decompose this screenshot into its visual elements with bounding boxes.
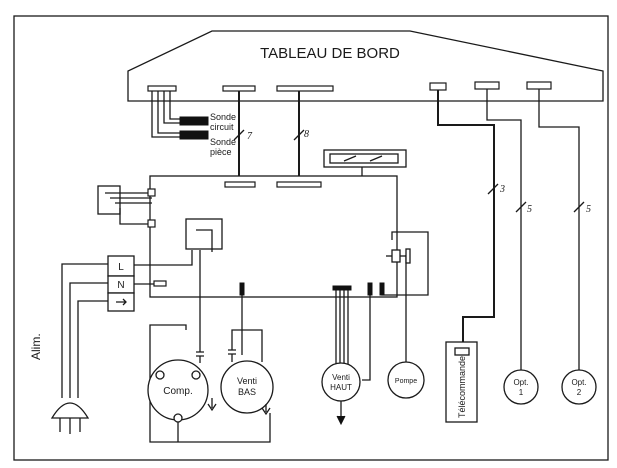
- power-label: Alim.: [29, 333, 43, 360]
- dashboard-housing: [127, 30, 604, 102]
- connector-remote: [429, 82, 447, 91]
- wire-count-remote: 3: [499, 184, 505, 195]
- connector-main-bus: [276, 85, 334, 92]
- fan-high-label-2: HAUT: [330, 383, 352, 392]
- option-1-label-1: Opt.: [513, 378, 528, 387]
- sensor-circuit-label-1: Sonde: [210, 112, 236, 122]
- fan-low-label-2: BAS: [238, 387, 256, 397]
- compressor: [147, 359, 217, 423]
- compressor-label: Comp.: [163, 386, 192, 397]
- terminal-neutral-label: N: [117, 280, 124, 291]
- wire-count-option-1: 5: [527, 204, 532, 215]
- option-1-label-2: 1: [519, 388, 524, 397]
- remote-label: Télécommande: [457, 356, 467, 418]
- wire-count-main-bus: 8: [304, 129, 309, 140]
- board-connector-circuit: [224, 181, 256, 188]
- option-1: [503, 369, 539, 405]
- left-side-connector: [97, 185, 156, 228]
- pump: [387, 361, 425, 399]
- connector-option-1: [474, 81, 500, 90]
- fan-high-wiring: [332, 282, 373, 426]
- capacitor-compressor: [196, 351, 204, 357]
- power-cord: [61, 263, 108, 398]
- terminal-board-wiring: [134, 250, 193, 287]
- earth-arrow-icon: [261, 404, 271, 416]
- fan-high: [321, 362, 361, 402]
- plug-icon: [50, 402, 90, 434]
- sensor-probe-circuit: [179, 116, 209, 126]
- sensor-room-label-1: Sonde: [210, 137, 236, 147]
- pump-label: Pompe: [395, 378, 417, 385]
- fan-high-label-1: Venti: [332, 373, 350, 382]
- terminal-live-label: L: [118, 262, 124, 273]
- option-2-label-2: 2: [577, 388, 582, 397]
- remote-options-wiring: [437, 89, 585, 370]
- fan-low-label-1: Venti: [237, 376, 257, 386]
- connector-circuit: [222, 85, 256, 92]
- wire-count-option-2: 5: [586, 204, 591, 215]
- connector-option-2: [526, 81, 552, 90]
- capacitor-fan-low: [228, 349, 236, 355]
- selector-switch: [391, 249, 401, 263]
- connector-sensors: [147, 85, 177, 92]
- diagram-frame: [13, 15, 609, 461]
- earth-arrow-icon: [116, 298, 127, 306]
- sensor-circuit-label-2: circuit: [210, 122, 234, 132]
- sensor-wiring: [151, 91, 209, 140]
- board-connector-main-bus: [276, 181, 322, 188]
- wire-count-circuit: 7: [247, 131, 253, 142]
- option-2: [561, 369, 597, 405]
- fan-low: [220, 360, 274, 416]
- pump-wiring: [379, 231, 429, 362]
- sensor-room-label-2: pièce: [210, 147, 232, 157]
- transformer-box: [185, 218, 223, 252]
- earth-arrow-icon: [207, 398, 217, 412]
- remote-control: [445, 341, 478, 423]
- mains-terminal-block: [107, 255, 135, 312]
- sensor-probe-room: [179, 130, 209, 140]
- cable-bundles: [233, 91, 305, 180]
- option-2-label-1: Opt.: [571, 378, 586, 387]
- dashboard-title: TABLEAU DE BORD: [260, 45, 400, 62]
